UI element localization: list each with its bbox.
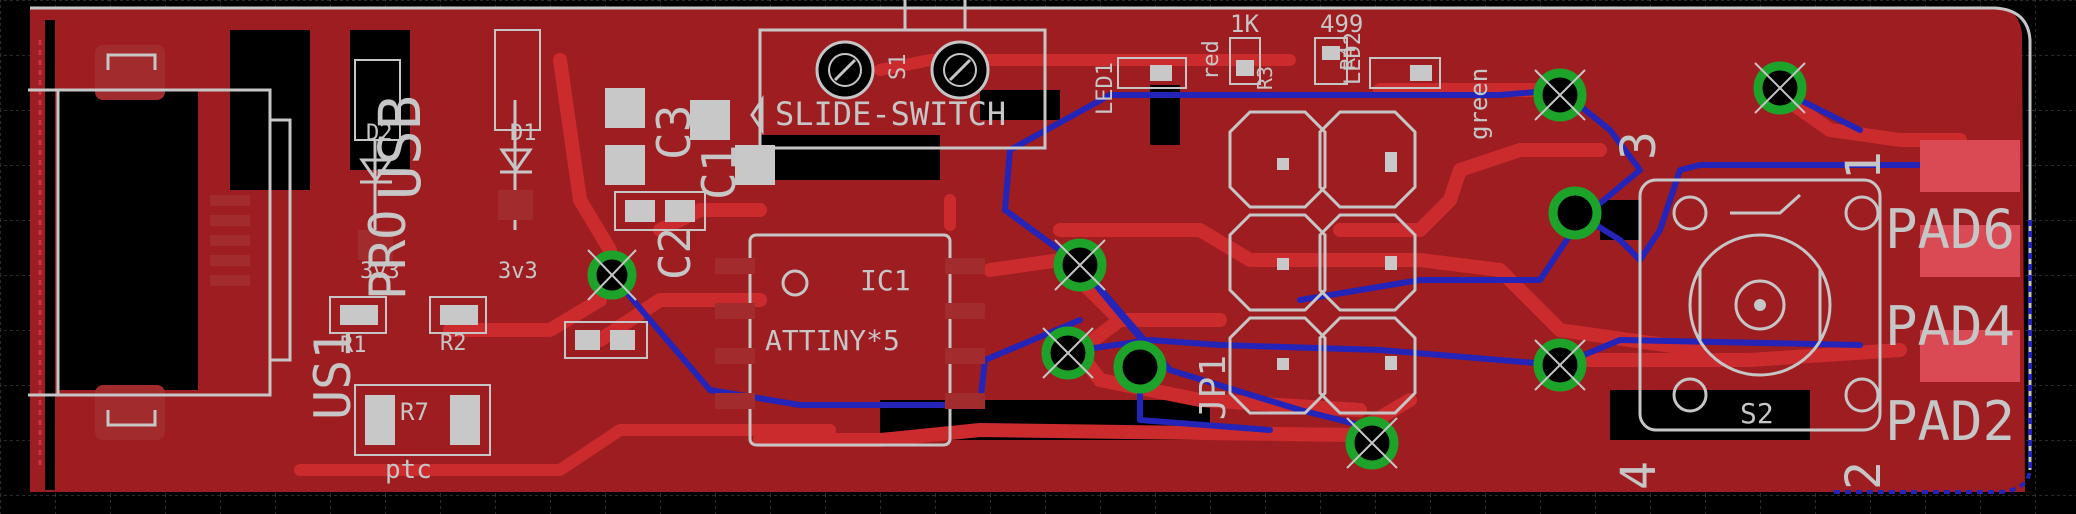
board-outline-dashed [1830,220,2032,494]
s2-pin4: 4 [1611,461,1667,490]
regulator-c3 [605,88,775,185]
jp1-header [1228,110,1417,415]
c1-label: C1 [692,145,746,200]
c3-label: C3 [647,105,701,160]
diode-d1 [494,29,541,230]
led1-color: red [1199,40,1224,80]
led1-label: LED1 [1093,62,1118,115]
c2-label: C2 [650,227,701,280]
usb-connector [28,45,292,440]
board-outline [30,6,2032,470]
r4-label: R4 [1336,46,1360,70]
r-499-label: 499 [1320,10,1363,38]
s2-label: S2 [1740,397,1774,430]
resistor-1k [1229,37,1261,85]
r7-label: R7 [400,398,429,426]
pad2-label: PAD2 [1885,390,2015,453]
ic1-attiny [715,233,985,447]
s2-pin2: 2 [1836,461,1892,490]
led1 [1117,57,1187,89]
ic1-label: IC1 [860,264,911,297]
resistor-499 [1314,37,1348,85]
d2-label: D2 [366,121,393,146]
s2-pin1: 1 [1836,151,1892,180]
diode-d2 [354,59,401,260]
r2-label: R2 [440,331,467,356]
switch-label: SLIDE-SWITCH [775,95,1006,133]
resistor-r2 [429,296,487,334]
r1-label: R1 [340,333,367,358]
d1-value: 3v3 [498,259,538,284]
led2 [1369,57,1441,89]
edge-pads [1920,140,2020,382]
us1-label: US1 [304,330,362,420]
r3-label: R3 [1253,66,1277,90]
pro-label: PRO [359,210,417,300]
slide-switch [750,0,1047,150]
jp1-label: JP1 [1193,355,1234,420]
pad4-label: PAD4 [1885,295,2015,358]
d2-value: 3v3 [360,259,400,284]
r-1k-label: 1K [1230,10,1259,38]
led2-label: LED2 [1341,32,1366,85]
ic1-value: ATTINY*5 [765,324,900,357]
r7-value: ptc [385,455,432,485]
d1-label: D1 [510,121,537,146]
capacitor-small [564,191,706,359]
s1-label: S1 [886,54,911,81]
button-s2 [1638,178,1882,432]
s2-pin3: 3 [1611,131,1667,160]
resistor-r1 [329,296,387,334]
pad6-label: PAD6 [1885,198,2015,261]
resistor-r7 [354,384,491,456]
via-markers [587,62,1806,469]
led2-color: green [1465,68,1493,140]
